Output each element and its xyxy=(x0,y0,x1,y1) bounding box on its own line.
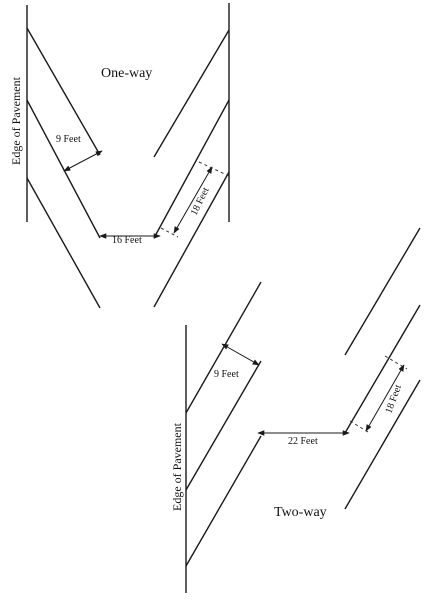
one-way-left-stall-line xyxy=(26,27,101,156)
two-way-title: Two-way xyxy=(274,505,327,520)
one-way-left-stall-line xyxy=(26,99,101,239)
one-way-right-stall-line xyxy=(153,171,230,308)
two-way-left-stall-line xyxy=(185,281,262,414)
one-way-stall-width-label: 9 Feet xyxy=(56,134,81,145)
one-way-left-stall-line xyxy=(26,177,101,309)
two-way-stall-width-label: 9 Feet xyxy=(214,369,239,380)
two-way-left-stall-line xyxy=(185,360,262,491)
one-way-diagram: One-way Edge of Pavement 9 Feet 16 Feet … xyxy=(9,3,230,309)
one-way-stall-depth-extension xyxy=(198,161,230,177)
two-way-stall-depth-label: 18 Feet xyxy=(383,383,404,415)
two-way-stall-depth-extension xyxy=(349,420,369,433)
two-way-edge-of-pavement-label: Edge of Pavement xyxy=(170,422,184,511)
two-way-stall-width-arrow xyxy=(221,343,260,366)
two-way-left-stall-line xyxy=(185,435,262,567)
one-way-right-stall-line xyxy=(153,29,230,158)
one-way-stall-width-arrow xyxy=(63,150,103,172)
one-way-right-stall-line xyxy=(153,99,230,239)
two-way-stall-depth-arrow xyxy=(365,364,405,432)
two-way-right-stall-line xyxy=(344,304,421,434)
one-way-stall-depth-arrow xyxy=(173,166,213,234)
one-way-stall-depth-extension xyxy=(160,227,179,238)
one-way-edge-of-pavement-label: Edge of Pavement xyxy=(9,76,23,165)
two-way-right-stall-line xyxy=(344,227,421,356)
one-way-title: One-way xyxy=(101,66,152,81)
one-way-aisle-width-label: 16 Feet xyxy=(112,235,142,246)
two-way-diagram: Two-way Edge of Pavement 9 Feet 22 Feet … xyxy=(170,227,421,593)
two-way-right-stall-line xyxy=(344,379,421,510)
two-way-aisle-width-label: 22 Feet xyxy=(288,436,318,447)
two-way-stall-depth-extension xyxy=(384,355,408,370)
